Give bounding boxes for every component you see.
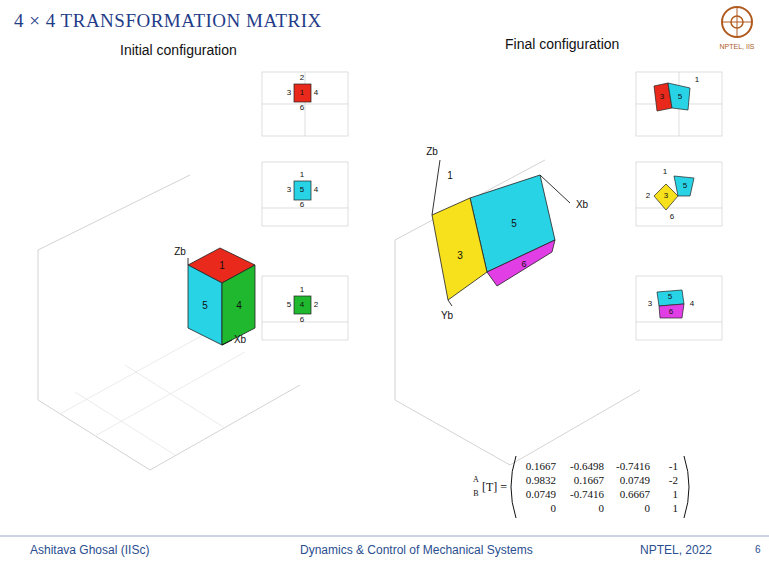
matrix-entry: 1 xyxy=(673,489,679,500)
face-number: 3 xyxy=(287,186,291,194)
face-number: 3 xyxy=(664,192,668,200)
matrix-entry: 0 xyxy=(599,503,605,514)
matrix-entry: 0 xyxy=(551,503,557,514)
plot-title: Final configuration xyxy=(505,37,619,51)
footer-rule xyxy=(0,536,769,537)
face-number: 6 xyxy=(670,213,674,221)
face-number: 4 xyxy=(236,301,242,311)
slide-title: 4 × 4 TRANSFORMATION MATRIX xyxy=(14,10,322,32)
face-number: 1 xyxy=(695,76,699,84)
axis-label: Xb xyxy=(234,335,246,345)
logo xyxy=(722,7,752,37)
matrix-entry: -0.7416 xyxy=(570,489,604,500)
axis-label: Zb xyxy=(174,247,186,257)
matrix-entry: 0.9832 xyxy=(526,475,556,486)
face-number: 1 xyxy=(219,261,225,271)
matrix-entry: 0.1667 xyxy=(574,475,604,486)
matrix-entry: 0.0749 xyxy=(526,489,556,500)
face-number: 4 xyxy=(300,301,304,309)
matrix-entry: 0.6667 xyxy=(620,489,650,500)
footer-author: Ashitava Ghosal (IISc) xyxy=(30,544,149,556)
matrix-entry: 0.0749 xyxy=(620,475,650,486)
matrix-entry: 0 xyxy=(645,503,651,514)
matrix-entry: 0.1667 xyxy=(526,461,556,472)
face-number: 2 xyxy=(300,74,304,82)
matrix-frame: A xyxy=(473,476,479,484)
face-number: 4 xyxy=(690,300,694,308)
cube-view xyxy=(294,83,694,318)
face-number: 6 xyxy=(300,104,304,112)
face-number: 2 xyxy=(314,301,318,309)
axis-label: Xb xyxy=(576,200,588,210)
face-number: 6 xyxy=(300,201,304,209)
face-number: 5 xyxy=(668,293,672,301)
face-number: 3 xyxy=(457,251,463,261)
face-number: 3 xyxy=(660,93,664,101)
face-number: 2 xyxy=(646,192,650,200)
face-number: 1 xyxy=(300,89,304,97)
face-number: 5 xyxy=(511,219,517,229)
face-number: 5 xyxy=(287,301,291,309)
face-number: 4 xyxy=(314,89,318,97)
page-number: 6 xyxy=(755,545,761,555)
footer-source: NPTEL, 2022 xyxy=(640,544,712,556)
matrix-entry: -0.7416 xyxy=(616,461,650,472)
face-number: 6 xyxy=(300,316,304,324)
plot-axes xyxy=(38,175,300,470)
face-number: 5 xyxy=(683,182,687,190)
matrix-entry: -0.6498 xyxy=(570,461,604,472)
matrix-bracket xyxy=(511,456,689,518)
cube xyxy=(188,248,255,345)
face-number: 4 xyxy=(314,186,318,194)
matrix-entry: -2 xyxy=(669,475,678,486)
footer-course: Dynamics & Control of Mechanical Systems xyxy=(300,544,533,556)
matrix-symbol: [T] = xyxy=(482,481,507,493)
matrix-entry: 1 xyxy=(673,503,679,514)
face-number: 6 xyxy=(521,260,526,269)
face-number: 1 xyxy=(447,171,453,181)
axis-label: Yb xyxy=(441,311,453,321)
face-number: 3 xyxy=(648,300,652,308)
plot-title: Initial configuration xyxy=(120,43,237,57)
axis-label: Zb xyxy=(426,147,438,157)
face-number: 5 xyxy=(678,93,682,101)
view-frame xyxy=(262,72,722,340)
face-number: 1 xyxy=(300,171,304,179)
face-number: 5 xyxy=(202,301,208,311)
face-number: 3 xyxy=(287,89,291,97)
matrix-entry: -1 xyxy=(669,461,678,472)
logo-text: NPTEL, IIS xyxy=(719,43,754,50)
matrix-frame: B xyxy=(473,490,478,498)
cube xyxy=(432,160,570,306)
face-number: 1 xyxy=(300,286,304,294)
plot-axes xyxy=(395,160,640,465)
face-number: 5 xyxy=(300,186,304,194)
face-number: 1 xyxy=(663,168,667,176)
face-number: 6 xyxy=(669,308,673,316)
